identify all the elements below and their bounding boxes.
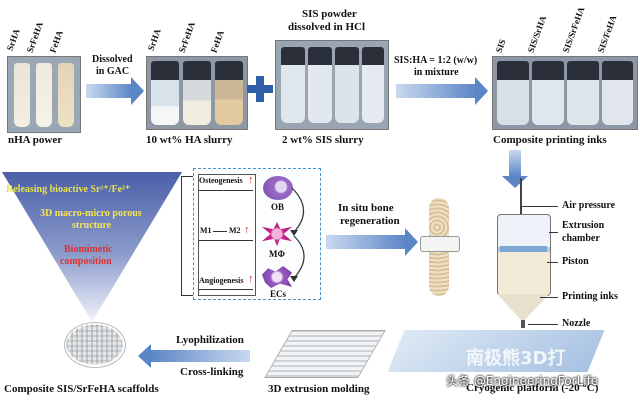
angiogenesis-up-icon: ↑ bbox=[248, 273, 254, 285]
arrow-down-head bbox=[502, 176, 528, 188]
triangle-line-1: Releasing bioactive Sr²⁺/Fe³⁺ bbox=[6, 184, 131, 195]
triangle-line-4: Biomimetic bbox=[64, 244, 113, 255]
nozzle-tip bbox=[521, 320, 525, 328]
ink-vial-sis-srha bbox=[532, 61, 564, 125]
vial-label-sis-srfeha: SIS/SrFeHA bbox=[560, 5, 587, 55]
ob-label: OB bbox=[271, 202, 285, 212]
osteogenesis-label: Osteogenesis bbox=[199, 176, 243, 185]
molding-caption: 3D extrusion molding bbox=[268, 383, 370, 395]
ha-slurry-photo bbox=[146, 56, 248, 130]
sis-powder-2: dissolved in HCl bbox=[288, 21, 366, 33]
tube-feha bbox=[58, 63, 74, 127]
sis-powder-1: SIS powder bbox=[302, 8, 357, 20]
regeneration-1: In situ bone bbox=[338, 202, 394, 214]
m2-label: M2 bbox=[229, 226, 241, 235]
scaffold-caption: Composite SIS/SrFeHA scaffolds bbox=[4, 383, 159, 395]
composite-inks-photo bbox=[492, 56, 638, 130]
nozzle-icon bbox=[497, 294, 549, 322]
arrow-back bbox=[138, 344, 250, 368]
osteogenesis-up-icon: ↑ bbox=[248, 174, 254, 186]
watermark-site: 南极熊3D打 bbox=[466, 348, 566, 369]
triangle-line-5: composition bbox=[60, 256, 112, 267]
triangle-line-3: structure bbox=[72, 220, 112, 231]
nha-powder-photo bbox=[7, 56, 81, 133]
chamber-leader bbox=[549, 232, 558, 233]
caption-inks: Composite printing inks bbox=[493, 134, 607, 146]
vial-label-sis-srha: SIS/SrHA bbox=[525, 14, 549, 55]
arrow1-text-2: in GAC bbox=[96, 66, 130, 77]
triangle-line-2: 3D macro-micro porous bbox=[40, 208, 142, 219]
caption-slurry: 10 wt% HA slurry bbox=[146, 134, 233, 146]
vial-label-srfeha-b: SrFeHA bbox=[176, 20, 197, 54]
scaffold-mesh bbox=[66, 324, 122, 364]
endothelial-icon bbox=[262, 266, 292, 288]
vial-label-feha-a: FeHA bbox=[47, 28, 65, 54]
triangle-connector bbox=[181, 176, 194, 296]
vial-srfeha bbox=[183, 61, 211, 125]
nozzle-label: Nozzle bbox=[562, 318, 591, 329]
vial-label-srha-b: SrHA bbox=[145, 27, 163, 52]
tube-srha bbox=[14, 63, 30, 127]
m2-up-icon: ↑ bbox=[244, 224, 250, 236]
bio-inner-box bbox=[198, 174, 256, 296]
cell-curve-arrows bbox=[290, 187, 305, 282]
printer-chamber bbox=[497, 214, 551, 296]
vial-label-sis-feha: SIS/FeHA bbox=[595, 13, 619, 55]
platform-label: Cryogenic platform (-20 °C) bbox=[466, 382, 599, 394]
arrow1-text-1: Dissolved bbox=[92, 54, 133, 65]
vial-label-srfeha-a: SrFeHA bbox=[24, 20, 45, 54]
m1-label: M1 bbox=[200, 226, 212, 235]
cross-linking-label: Cross-linking bbox=[180, 366, 244, 378]
m1-m2-arrow bbox=[213, 231, 227, 232]
arrow-regeneration bbox=[326, 228, 418, 256]
angiogenesis-label: Angiogenesis bbox=[199, 276, 244, 285]
angio-arrow-line bbox=[199, 289, 253, 290]
inks-leader bbox=[540, 297, 558, 298]
sis-vial-4 bbox=[362, 47, 384, 123]
printing-inks-label: Printing inks bbox=[562, 291, 618, 302]
osteo-arrow-line bbox=[199, 190, 253, 191]
piston-leader bbox=[547, 262, 558, 263]
plus-icon bbox=[247, 76, 273, 102]
air-pressure-label: Air pressure bbox=[562, 200, 616, 211]
osteoblast-icon bbox=[263, 176, 293, 200]
vial-label-srha-a: SrHA bbox=[4, 27, 22, 52]
piston-icon bbox=[500, 246, 547, 252]
property-triangle bbox=[2, 172, 182, 322]
piston-label: Piston bbox=[562, 256, 589, 267]
sis-vial-2 bbox=[308, 47, 332, 123]
vial-label-sis: SIS bbox=[493, 37, 508, 54]
chamber-label-1: Extrusion bbox=[562, 220, 605, 231]
tube-srfeha bbox=[36, 63, 52, 127]
regeneration-2: regeneration bbox=[340, 215, 400, 227]
caption-sis: 2 wt% SIS slurry bbox=[282, 134, 364, 146]
m-arrow-line bbox=[199, 240, 253, 241]
caption-nha: nHA power bbox=[8, 134, 63, 146]
ecs-label: ECs bbox=[270, 289, 287, 299]
arrow-mix bbox=[396, 77, 488, 105]
lyophilization-label: Lyophilization bbox=[176, 334, 244, 346]
sis-vial-3 bbox=[335, 47, 359, 123]
vial-feha bbox=[215, 61, 243, 125]
vial-label-feha-b: FeHA bbox=[208, 28, 226, 54]
pressure-leader bbox=[522, 206, 558, 207]
bone-icon bbox=[418, 198, 460, 296]
arrow-dissolve bbox=[86, 77, 144, 105]
mphi-label: MΦ bbox=[269, 249, 285, 259]
air-pressure-line bbox=[520, 178, 522, 218]
ratio-text-2: in mixture bbox=[414, 67, 459, 78]
ink-vial-sis bbox=[497, 61, 529, 125]
chamber-label-2: chamber bbox=[562, 233, 600, 244]
sis-slurry-photo bbox=[275, 40, 389, 130]
sis-vial-1 bbox=[281, 47, 305, 123]
arrow-down bbox=[509, 150, 521, 176]
ink-vial-sis-srfeha bbox=[567, 61, 599, 125]
nozzle-leader bbox=[528, 324, 558, 325]
extruded-lattice bbox=[264, 330, 386, 378]
ratio-text-1: SIS:HA = 1:2 (w/w) bbox=[394, 55, 478, 66]
watermark-account: 头条 @EngineeringForLife bbox=[446, 374, 599, 388]
vial-srha bbox=[151, 61, 179, 125]
ink-vial-sis-feha bbox=[602, 61, 633, 125]
scaffold-icon bbox=[64, 322, 126, 368]
